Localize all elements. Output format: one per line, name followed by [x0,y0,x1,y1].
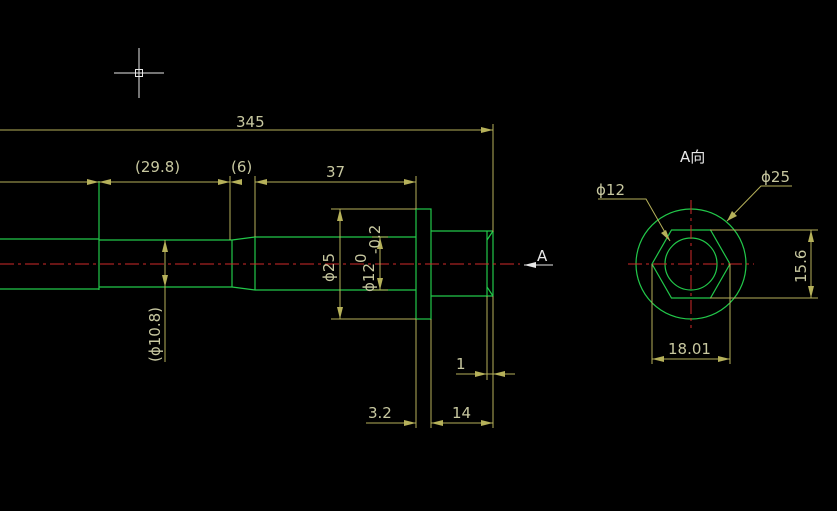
dim-text-37: 37 [326,163,345,181]
shaft-profile [0,181,494,320]
dimension-1 [456,296,515,380]
crosshair-cursor-icon [114,48,164,98]
dimension-29-8 [0,176,231,240]
dim-tol-upper: 0 [352,253,370,263]
dim-text-dia-25: ϕ25 [320,253,338,282]
end-dim-text-across-corners: 18.01 [668,340,711,358]
dimension-dia-12 [372,236,388,291]
end-dim-across-flats [710,229,818,299]
dimension-14 [431,296,494,428]
dim-text-dia-10-8: (ϕ10.8) [146,307,164,362]
dim-text-345: 345 [236,113,265,131]
dim-text-dia-12: ϕ12 [360,263,378,292]
view-a-title: A向 [680,148,705,166]
end-dim-text-across-flats: 15.6 [792,250,810,283]
dim-text-29-8: (29.8) [135,158,180,176]
end-dim-across-corners [651,264,731,364]
dimension-dia-10-8 [162,240,168,362]
dimension-345 [0,124,494,232]
dim-text-1: 1 [456,355,466,373]
dimension-37 [255,176,417,209]
end-dim-dia-25 [726,185,792,222]
end-dim-text-dia-12: ϕ12 [596,181,625,199]
dim-text-6: (6) [231,158,252,176]
view-label-a: A [537,247,548,265]
end-dim-text-dia-25: ϕ25 [761,168,790,186]
dim-text-14: 14 [452,404,471,422]
end-dim-dia-12 [598,198,671,242]
dim-text-3-2: 3.2 [368,404,392,422]
dim-tol-lower: -0.2 [366,225,384,254]
dimension-6 [230,176,267,237]
dimension-dia-25 [331,208,416,320]
view-direction-arrow [524,262,553,268]
dimension-3-2 [366,319,432,428]
